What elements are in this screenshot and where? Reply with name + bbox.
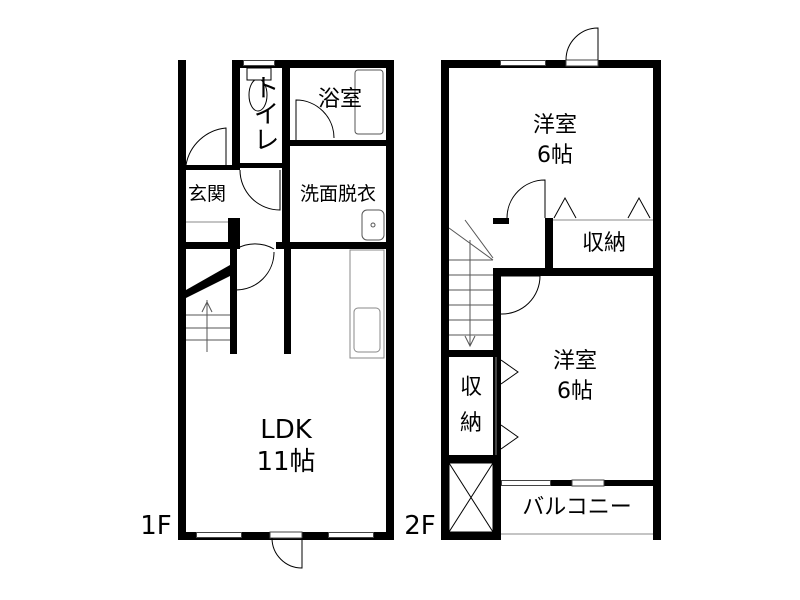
wall bbox=[493, 268, 661, 276]
room-label-western-2-size: 6帖 bbox=[557, 379, 593, 404]
window bbox=[328, 532, 374, 538]
wall bbox=[441, 60, 449, 540]
room-label-western-2: 洋室 bbox=[552, 349, 597, 374]
window bbox=[500, 60, 546, 66]
wall bbox=[232, 60, 394, 68]
wall bbox=[653, 60, 661, 540]
wall bbox=[493, 218, 509, 224]
wall bbox=[178, 165, 240, 170]
wall bbox=[178, 60, 186, 540]
wall bbox=[441, 455, 501, 463]
room-label-entrance: 玄関 bbox=[187, 183, 226, 205]
wall bbox=[232, 163, 282, 168]
wall bbox=[441, 60, 661, 68]
wall bbox=[228, 218, 240, 243]
floor-label-2f: 2F bbox=[404, 511, 436, 541]
window bbox=[501, 480, 551, 486]
wall bbox=[493, 270, 501, 460]
floor-label-1f: 1F bbox=[140, 511, 172, 541]
room-label-washroom: 洗面脱衣 bbox=[299, 183, 376, 205]
room-label-bath: 浴室 bbox=[317, 87, 362, 112]
wall bbox=[441, 532, 501, 540]
window bbox=[243, 60, 275, 66]
wall bbox=[232, 60, 240, 170]
wall bbox=[290, 140, 394, 146]
wall bbox=[284, 249, 291, 354]
wall bbox=[493, 455, 501, 540]
wall bbox=[276, 242, 394, 249]
room-label-storage-2b: 納 bbox=[459, 411, 482, 436]
wall bbox=[441, 350, 501, 357]
room-label-western-1: 洋室 bbox=[532, 113, 577, 138]
room-label-western-1-size: 6帖 bbox=[537, 143, 573, 168]
wall bbox=[386, 60, 394, 540]
window bbox=[196, 532, 242, 538]
wall bbox=[282, 60, 290, 245]
wall bbox=[545, 218, 553, 270]
room-label-ldk: LDK bbox=[260, 415, 312, 445]
room-label-storage-1: 収納 bbox=[581, 231, 626, 256]
room-label-toilet: トイレ bbox=[249, 74, 279, 152]
room-label-ldk-size: 11帖 bbox=[256, 447, 316, 477]
wall bbox=[178, 242, 240, 249]
room-label-storage-2: 収 bbox=[459, 375, 482, 400]
wall bbox=[230, 249, 237, 354]
room-label-balcony: バルコニー bbox=[522, 495, 632, 520]
